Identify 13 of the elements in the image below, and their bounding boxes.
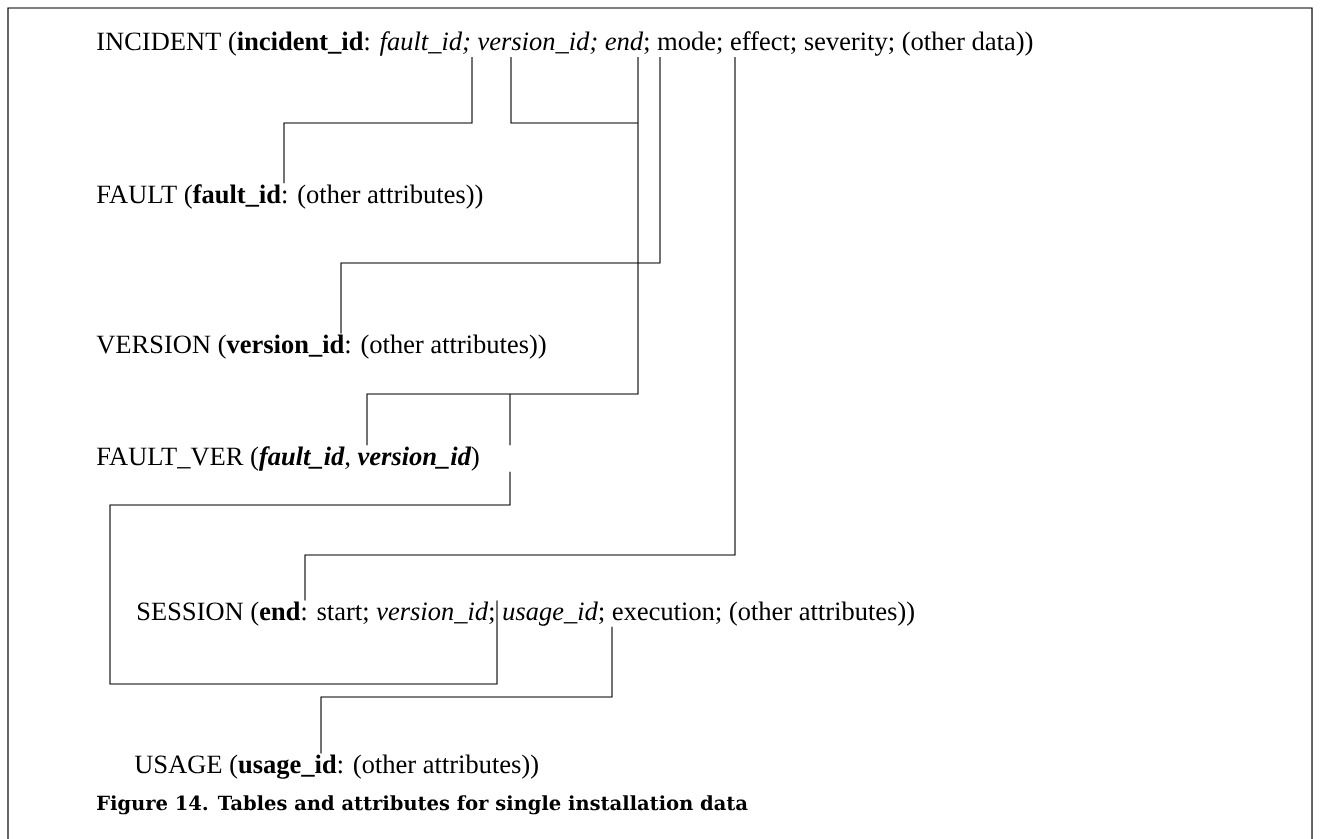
relation-schema: SESSION (end: start; version_id; usage_id; execution; (other attributes)) [138,601,914,626]
connector-line [304,56,736,601]
relation-schema: INCIDENT (incident_id: fault_id; version_id; end; mode; effect; severity; (other data)) [97,31,1033,56]
relation-schema: FAULT_VER (fault_id, version_id) [96,446,479,471]
connector-line [109,471,511,685]
relation-schema: FAULT (fault_id: (other attributes)) [96,184,483,209]
connector-line [340,56,661,334]
connector-line [366,56,639,446]
relation-schema: VERSION (version_id: (other attributes)) [96,334,546,359]
relation-schema: USAGE (usage_id: (other attributes)) [134,754,538,779]
figure-caption: Figure 14. Tables and attributes for single installation data [97,795,748,815]
connector-line [283,56,473,184]
connector-line [320,626,613,754]
